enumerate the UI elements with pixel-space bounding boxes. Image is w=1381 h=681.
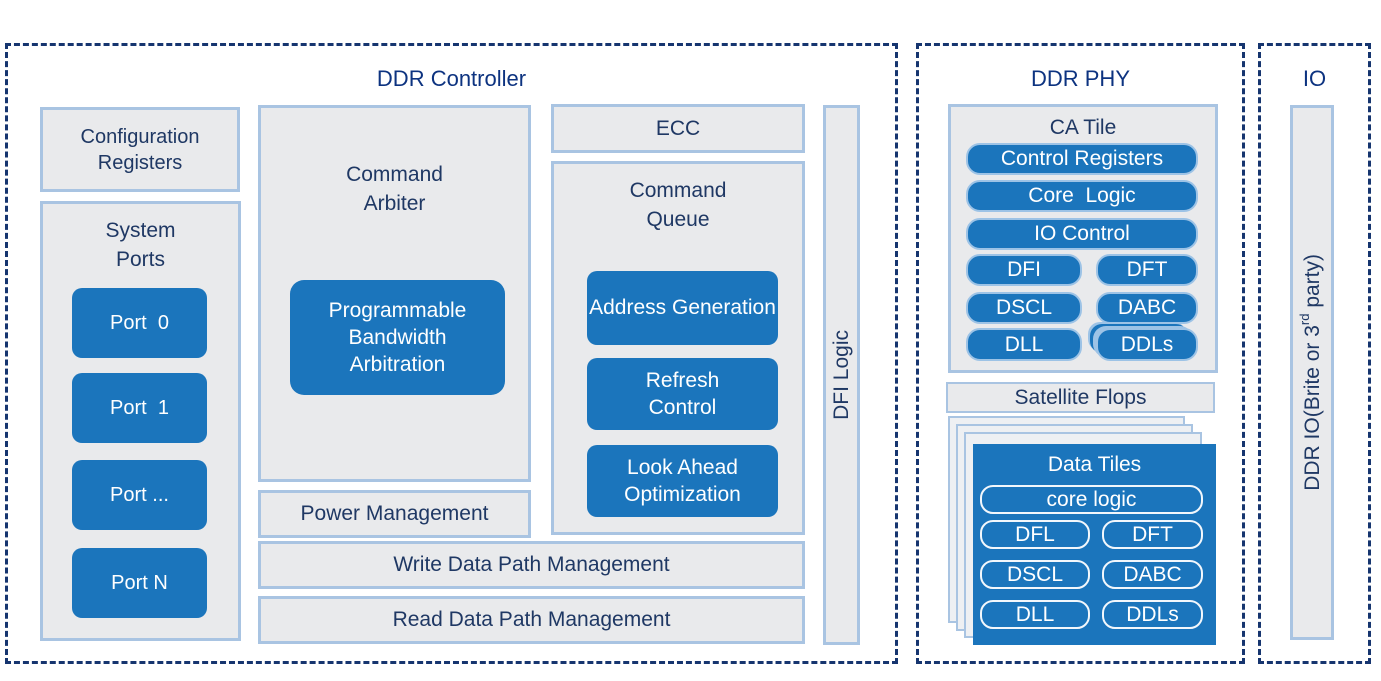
io-control-label: IO Control [1034,222,1130,246]
ddr-io-label-superscript: rd [1297,313,1313,326]
data-core-logic-block: core logic [980,485,1203,514]
port-n-label: Port N [111,572,168,594]
ca-dscl-block: DSCL [966,292,1082,324]
ddr-phy-title: DDR PHY [1030,66,1130,91]
ca-dabc-block: DABC [1096,292,1198,324]
ddr-controller-region: DDR Controller [5,43,898,664]
read-data-path-management-box: Read Data Path Management [258,596,805,644]
io-title: IO [1302,66,1327,91]
data-core-logic-label: core logic [1046,487,1137,511]
address-generation-label: Address Generation [589,296,776,320]
data-dabc-block: DABC [1102,560,1203,589]
ca-tile-label: CA Tile [1049,116,1117,139]
io-control-block: IO Control [966,218,1198,250]
data-dll-label: DLL [1015,602,1055,626]
satellite-flops-label: Satellite Flops [1014,385,1147,409]
ca-dll-label: DLL [1004,332,1044,356]
data-dscl-block: DSCL [980,560,1090,589]
core-logic-label: Core Logic [1028,184,1136,208]
port-ellipsis-block: Port ... [72,460,207,530]
port-n-block: Port N [72,548,207,618]
ca-dabc-label: DABC [1117,296,1177,320]
port-0-label: Port 0 [110,312,169,334]
data-ddls-label: DDLs [1126,602,1179,626]
data-dfl-block: DFL [980,520,1090,549]
ca-dfi-block: DFI [966,254,1082,286]
ddr-io-label-suffix: party) [1301,254,1325,314]
dfi-logic-label: DFI Logic [829,330,853,420]
refresh-control-label: Refresh Control [645,368,720,419]
power-management-label: Power Management [300,502,489,526]
command-queue-label: Command Queue [629,179,727,232]
write-data-path-management-label: Write Data Path Management [393,553,670,577]
data-dfl-label: DFL [1015,522,1055,546]
core-logic-block: Core Logic [966,180,1198,212]
port-0-block: Port 0 [72,288,207,358]
data-tiles-label: Data Tiles [1047,453,1142,476]
ddr-controller-title: DDR Controller [376,66,527,91]
ca-ddls-block: DDLs [1096,328,1198,361]
ddr-io-label: DDR IO(Brite or 3rd party) [1297,254,1326,491]
ca-dft-label: DFT [1126,258,1168,282]
ca-dfi-label: DFI [1007,258,1041,282]
ca-dft-block: DFT [1096,254,1198,286]
ca-dll-block: DLL [966,328,1082,361]
system-ports-label: System Ports [105,219,176,272]
ecc-box: ECC [551,104,805,153]
port-1-label: Port 1 [110,397,169,419]
data-tiles-box: Data Tiles [973,444,1216,645]
port-ellipsis-label: Port ... [110,484,169,506]
ca-dscl-label: DSCL [995,296,1053,320]
io-region: IO [1258,43,1371,664]
configuration-registers-box: Configuration Registers [40,107,240,192]
programmable-bandwidth-arbitration-label: Programmable Bandwidth Arbitration [328,298,467,377]
control-registers-block: Control Registers [966,143,1198,175]
data-dscl-label: DSCL [1006,562,1064,586]
dfi-logic-bar: DFI Logic [823,105,860,645]
ecc-label: ECC [655,116,701,140]
satellite-flops-box: Satellite Flops [946,382,1215,413]
power-management-box: Power Management [258,490,531,538]
control-registers-label: Control Registers [1000,147,1164,171]
read-data-path-management-label: Read Data Path Management [392,608,671,632]
ddr-io-bar: DDR IO(Brite or 3rd party) [1290,105,1334,640]
look-ahead-optimization-label: Look Ahead Optimization [624,455,741,506]
data-ddls-block: DDLs [1102,600,1203,629]
command-arbiter-label: Command Arbiter [346,163,443,216]
port-1-block: Port 1 [72,373,207,443]
data-dft-label: DFT [1132,522,1173,546]
ca-ddls-label: DDLs [1120,332,1174,356]
ddr-io-label-prefix: DDR IO(Brite or 3 [1301,325,1325,491]
look-ahead-optimization-block: Look Ahead Optimization [587,445,778,517]
address-generation-block: Address Generation [587,271,778,345]
programmable-bandwidth-arbitration-block: Programmable Bandwidth Arbitration [290,280,505,395]
data-dabc-label: DABC [1123,562,1182,586]
ddr-phy-region: DDR PHY [916,43,1245,664]
data-dll-block: DLL [980,600,1090,629]
write-data-path-management-box: Write Data Path Management [258,541,805,589]
refresh-control-block: Refresh Control [587,358,778,430]
configuration-registers-label: Configuration Registers [80,125,200,174]
data-dft-block: DFT [1102,520,1203,549]
